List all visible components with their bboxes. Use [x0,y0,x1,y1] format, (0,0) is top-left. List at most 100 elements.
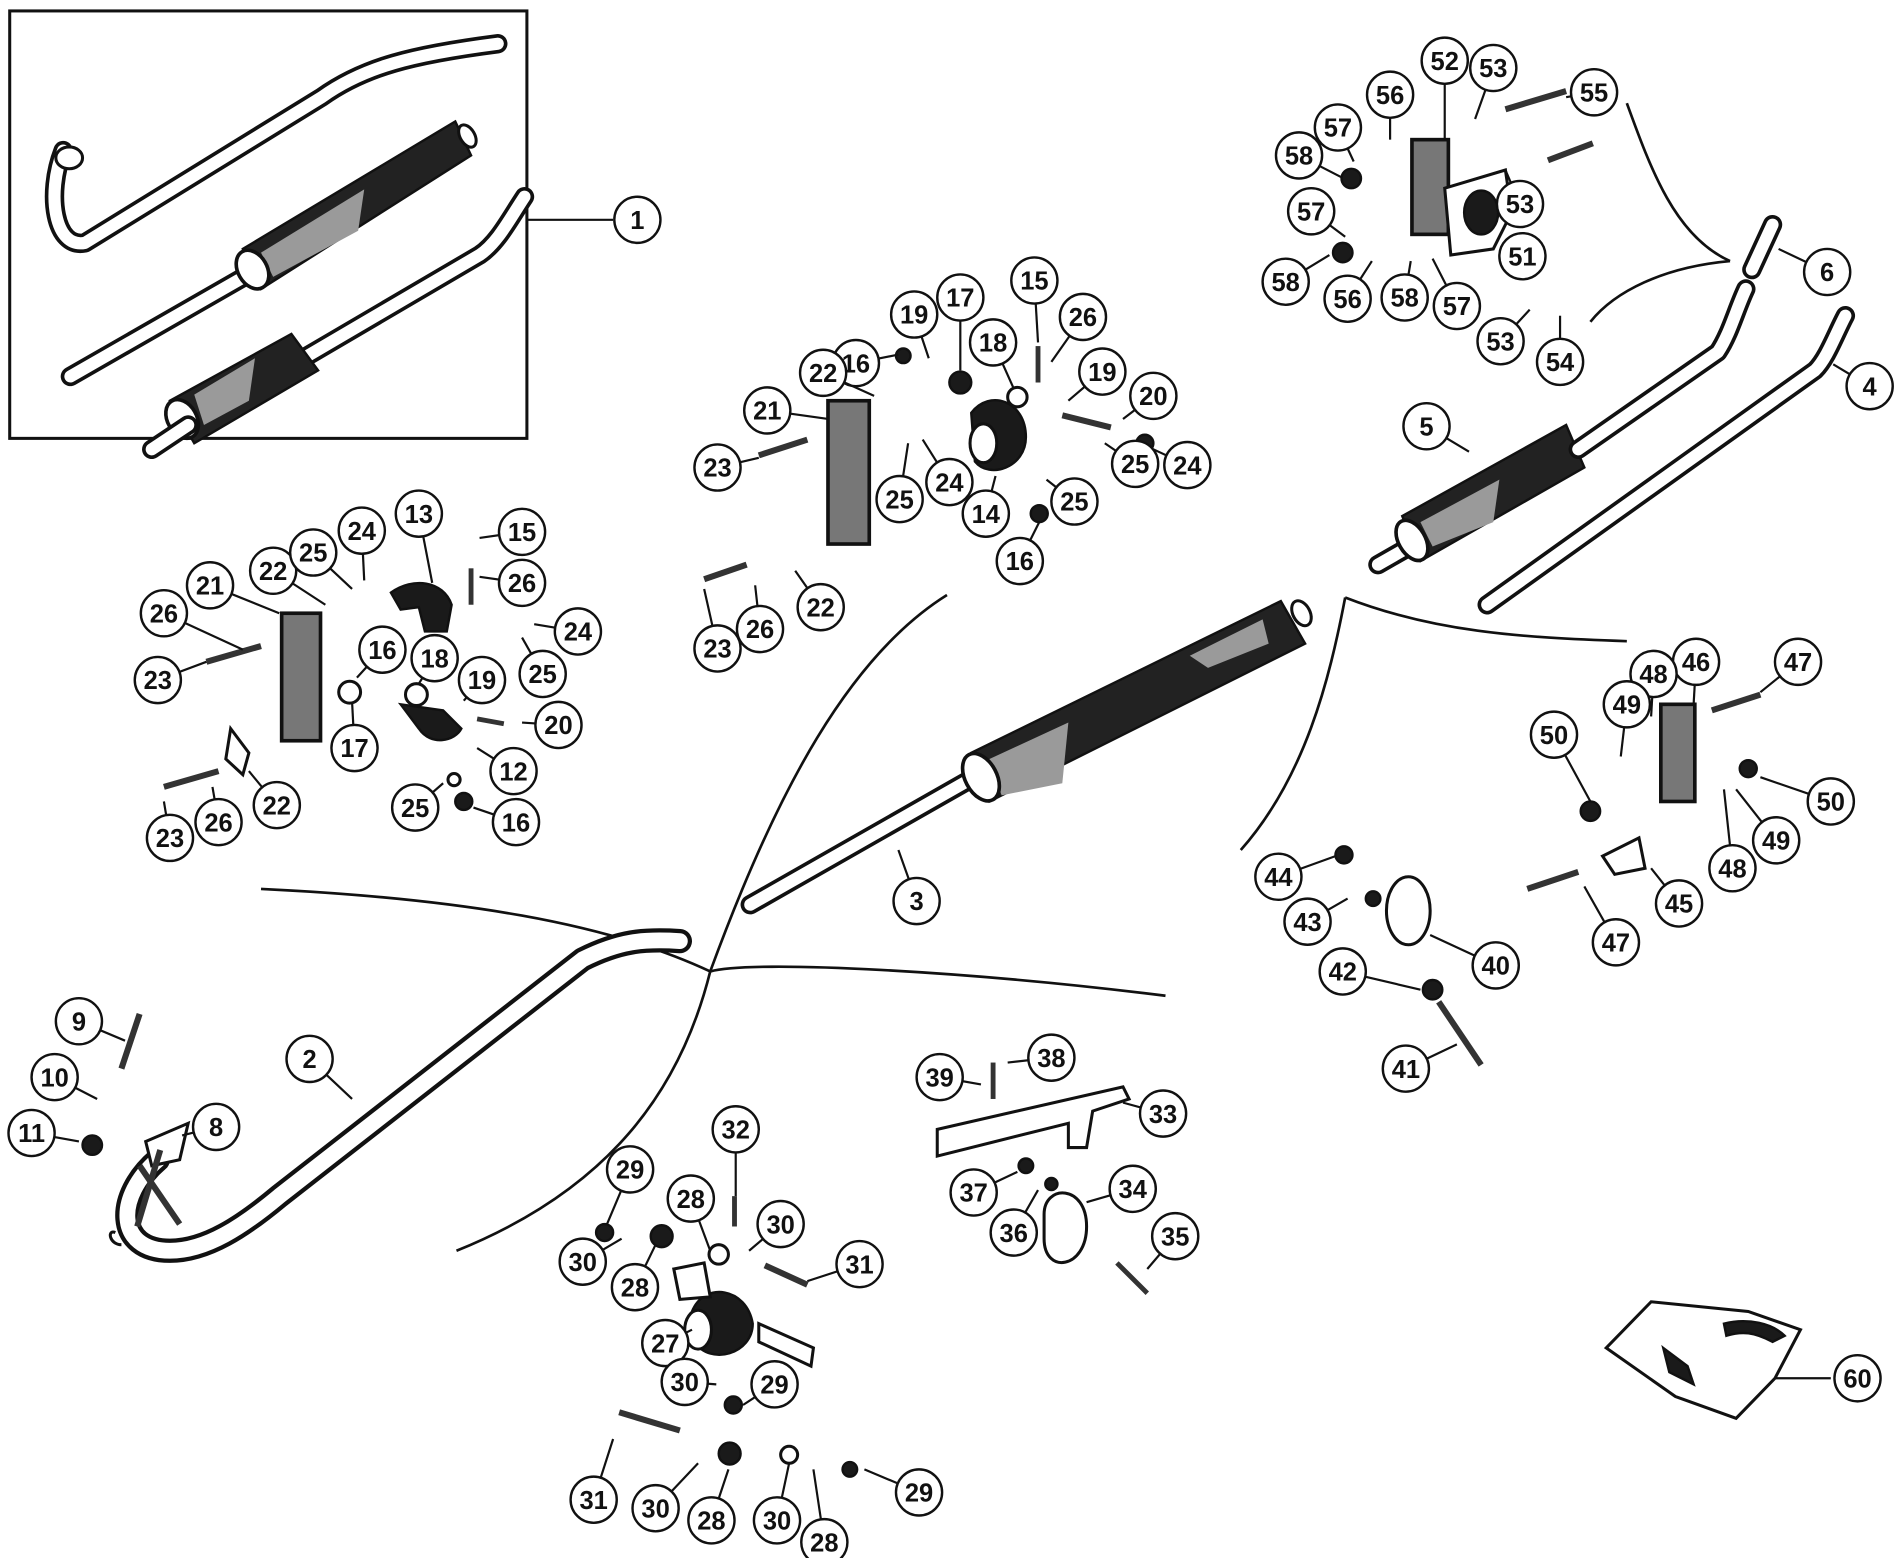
callout-circle [7,1108,56,1158]
callout-circle [145,813,195,863]
callout-57: 57 [1431,258,1482,331]
callout-25: 25 [390,782,444,832]
rear-mount-assembly-upper [1331,88,1594,264]
callout-number: 50 [1540,722,1568,750]
callout-28: 28 [666,1174,716,1252]
callout-26: 26 [735,585,785,654]
callout-number: 36 [1000,1220,1028,1248]
callout-53: 53 [1495,169,1545,229]
callout-28: 28 [610,1244,660,1312]
callout-circle [330,723,379,773]
callout-number: 43 [1293,909,1321,937]
front-pipe [115,928,693,1263]
callout-number: 42 [1329,959,1357,987]
callout-circle [892,876,941,926]
callout-circle [1476,316,1525,366]
callout-circle [1569,68,1619,117]
callout-number: 54 [1546,349,1575,377]
inset-rear-muffler [142,187,535,460]
callout-number: 22 [807,594,835,622]
callout-number: 57 [1324,115,1352,143]
callout-circle [1323,274,1372,324]
fittings-kit-bag [1603,1300,1831,1421]
callout-circle [798,348,848,398]
callout-number: 30 [641,1495,669,1523]
callout-58: 58 [1261,254,1330,307]
complete-system-inset [8,9,614,460]
callout-55: 55 [1565,68,1619,117]
clip-13 [389,581,453,633]
callout-28: 28 [687,1469,736,1545]
callout-16: 16 [995,521,1045,586]
callout-57: 57 [1286,187,1346,238]
callout-circle [1529,710,1579,759]
callout-47: 47 [1759,637,1823,694]
callout-circle [750,1360,799,1409]
callout-circle [534,700,583,750]
callout-number: 37 [959,1180,987,1208]
callout-number: 8 [209,1114,223,1142]
callout-circle [491,797,541,847]
callout-circle [569,1475,618,1524]
callout-24: 24 [1152,440,1212,490]
callout-circle [1402,401,1451,451]
callout-number: 26 [508,570,536,598]
callout-51: 51 [1498,231,1547,281]
callout-number: 24 [564,619,593,647]
callout-number: 13 [405,501,433,529]
callout-circle [752,1496,802,1545]
callout-circle [800,1517,849,1558]
callout-circle [1381,1044,1431,1093]
callout-number: 26 [746,616,774,644]
callout-10: 10 [30,1052,98,1102]
rear-mount-assembly-lower [1526,691,1762,892]
callout-number: 25 [529,661,557,689]
callout-22: 22 [248,546,326,606]
callout-circle [1602,680,1652,729]
callout-17: 17 [330,701,379,773]
callout-number: 17 [946,285,974,313]
callout-circle [610,1262,660,1312]
callout-circle [1498,231,1547,281]
callout-circle [756,1199,805,1249]
callout-26: 26 [194,786,243,847]
callout-number: 25 [1060,489,1088,517]
callout-circle [1365,70,1415,120]
callout-number: 23 [703,636,731,664]
callout-number: 55 [1580,80,1608,108]
callout-19: 19 [457,655,507,705]
callout-number: 30 [569,1249,597,1277]
callout-16: 16 [356,625,407,679]
callout-29: 29 [863,1468,944,1517]
callout-38: 38 [1007,1033,1076,1082]
callout-circle [1150,1211,1200,1261]
callout-number: 24 [935,469,964,497]
callout-15: 15 [479,507,547,557]
callout-circle [1773,637,1823,687]
callout-circle [889,290,939,339]
callout-19: 19 [889,290,939,359]
callout-56: 56 [1323,260,1373,324]
callout-22: 22 [794,570,845,632]
callout-25: 25 [1045,477,1099,526]
callout-circle [1027,1033,1076,1082]
callout-number: 16 [502,809,530,837]
callout-number: 56 [1376,82,1404,110]
callout-number: 38 [1037,1045,1065,1073]
callout-number: 53 [1479,55,1507,83]
callout-number: 26 [1069,304,1097,332]
callout-8: 8 [181,1102,241,1152]
callout-circle [660,1357,710,1407]
callout-number: 21 [196,573,224,601]
callout-21: 21 [185,561,280,615]
callout-number: 11 [18,1120,45,1148]
callout-number: 53 [1506,191,1534,219]
callout-number: 40 [1482,953,1510,981]
callout-circle [1535,337,1585,387]
callout-circle [1833,1353,1882,1403]
callout-28: 28 [800,1469,849,1558]
callout-circle [1654,879,1704,928]
callout-number: 12 [499,758,527,786]
callout-34: 34 [1086,1164,1157,1214]
callout-45: 45 [1650,867,1704,928]
